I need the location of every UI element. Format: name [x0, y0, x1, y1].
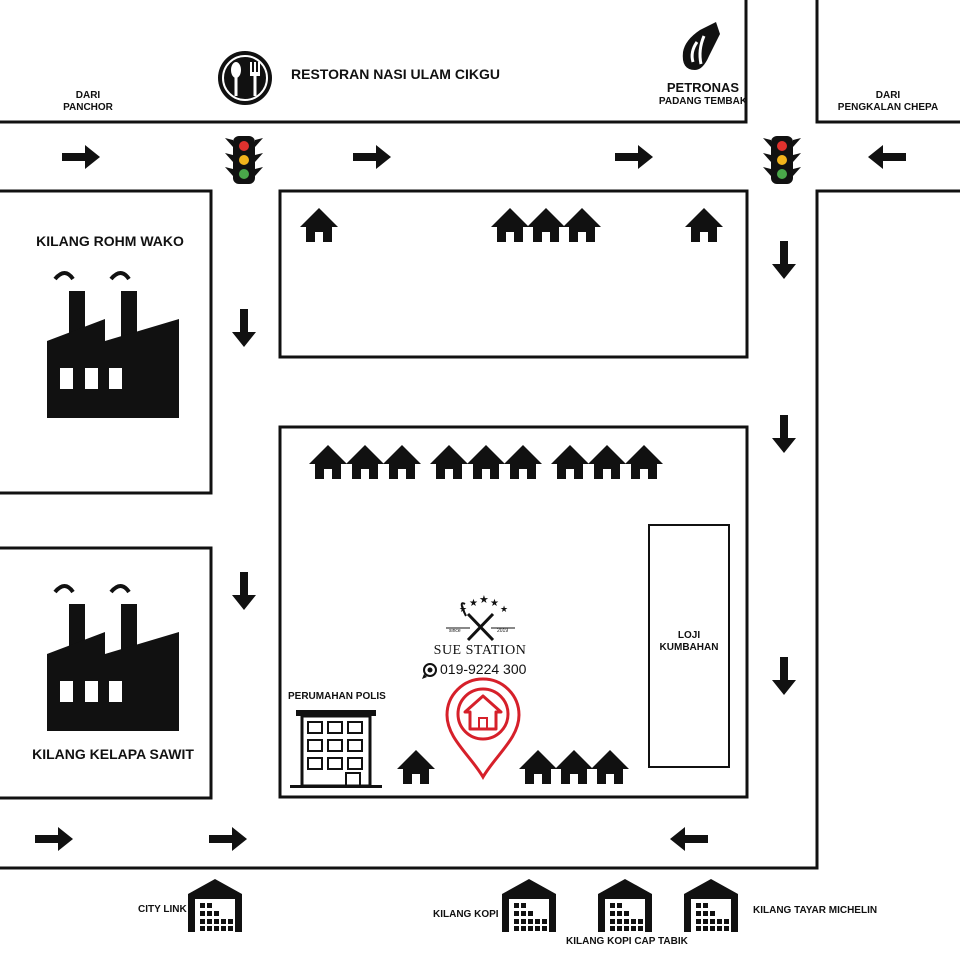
- house-icon: [563, 208, 601, 242]
- block-south-housing: [278, 425, 749, 799]
- house-icon: [346, 445, 384, 479]
- business-phone: 019-9224 300: [440, 661, 527, 677]
- from-panchor-label-line1: DARI: [75, 90, 101, 101]
- spoon-fork-icon: [218, 51, 272, 105]
- loji-kumbahan-label-line1: LOJI: [677, 630, 701, 641]
- arrow-down-icon: [232, 309, 256, 347]
- loji-kumbahan-label-line2: KUMBAHAN: [659, 642, 719, 653]
- factory-icon: [45, 584, 181, 733]
- svg-text:★: ★: [500, 604, 508, 614]
- house-icon: [591, 750, 629, 784]
- sue-station-logo: ★ ★ ★ ★ ★: [446, 594, 515, 642]
- kilang-rohm-wako-label: KILANG ROHM WAKO: [36, 233, 184, 249]
- house-icon: [527, 208, 565, 242]
- arrow-right-icon: [62, 145, 100, 169]
- house-icon: [300, 208, 338, 242]
- block-rohm-wako: [0, 189, 213, 495]
- traffic-light-icon: [225, 136, 263, 184]
- svg-text:★: ★: [469, 598, 478, 609]
- since-year-label: 2019: [497, 628, 509, 634]
- from-pengkalan-label-line2: PENGKALAN CHEPA: [837, 102, 939, 113]
- arrow-down-icon: [232, 572, 256, 610]
- arrow-right-icon: [615, 145, 653, 169]
- arrow-down-icon: [772, 415, 796, 453]
- apartment-building-icon: [290, 710, 382, 788]
- arrow-down-icon: [772, 657, 796, 695]
- loji-kumbahan-building: [648, 524, 730, 768]
- warehouse-icon: [684, 879, 738, 932]
- house-icon: [504, 445, 542, 479]
- house-icon: [397, 750, 435, 784]
- arrow-left-icon: [670, 827, 708, 851]
- arrow-down-icon: [772, 241, 796, 279]
- house-icon: [491, 208, 529, 242]
- traffic-light-icon: [763, 136, 801, 184]
- from-panchor-label-line2: PANCHOR: [63, 102, 113, 113]
- arrow-left-icon: [868, 145, 906, 169]
- business-name: SUE STATION: [433, 643, 527, 658]
- petronas-label: PETRONAS: [666, 80, 740, 95]
- arrow-right-icon: [353, 145, 391, 169]
- warehouse-icon: [188, 879, 242, 932]
- house-icon: [685, 208, 723, 242]
- block-north-housing: [278, 189, 749, 359]
- location-pin-home-icon: [445, 677, 521, 780]
- block-kelapa-sawit: [0, 546, 213, 800]
- house-icon: [551, 445, 589, 479]
- since-label: since: [449, 628, 461, 634]
- kilang-kelapa-sawit-label: KILANG KELAPA SAWIT: [32, 746, 194, 762]
- kilang-kopi-cap-tabik-label: KILANG KOPI CAP TABIK: [566, 936, 688, 947]
- house-icon: [588, 445, 626, 479]
- factory-icon: [45, 271, 181, 420]
- house-icon: [467, 445, 505, 479]
- house-icon: [625, 445, 663, 479]
- svg-text:★: ★: [479, 594, 489, 606]
- house-icon: [309, 445, 347, 479]
- house-icon: [430, 445, 468, 479]
- house-icon: [519, 750, 557, 784]
- arrow-right-icon: [209, 827, 247, 851]
- warehouse-icon: [598, 879, 652, 932]
- kilang-kopi-label: KILANG KOPI: [433, 909, 499, 920]
- whatsapp-icon: [422, 663, 437, 679]
- petronas-logo-icon: [682, 22, 720, 70]
- restaurant-label: RESTORAN NASI ULAM CIKGU: [291, 66, 500, 82]
- road-lines: [0, 0, 960, 870]
- svg-text:★: ★: [490, 598, 499, 609]
- petronas-place-label: PADANG TEMBAK: [658, 96, 748, 107]
- house-icon: [555, 750, 593, 784]
- perumahan-polis-label: PERUMAHAN POLIS: [288, 691, 386, 702]
- city-link-label: CITY LINK: [138, 904, 187, 915]
- from-pengkalan-label-line1: DARI: [875, 90, 901, 101]
- house-icon: [383, 445, 421, 479]
- warehouse-icon: [502, 879, 556, 932]
- kilang-tayar-michelin-label: KILANG TAYAR MICHELIN: [753, 905, 878, 916]
- arrow-right-icon: [35, 827, 73, 851]
